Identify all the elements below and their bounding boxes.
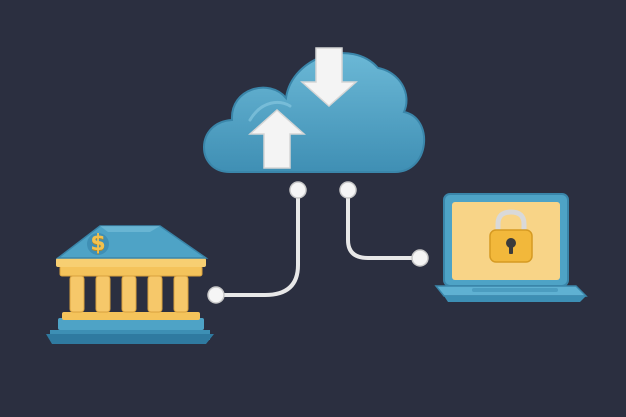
connector-node-laptop [411, 249, 429, 267]
bank-dollar-symbol: $ [90, 231, 106, 256]
download-arrow-icon [300, 47, 358, 108]
connector-node-bank [207, 286, 225, 304]
upload-arrow-icon [248, 108, 306, 169]
connector-laptop-line [346, 188, 420, 260]
lock-shackle [495, 209, 527, 235]
connector-bank-line [216, 188, 300, 297]
connector-node-cloud-right [339, 181, 357, 199]
connector-node-cloud-left [289, 181, 307, 199]
